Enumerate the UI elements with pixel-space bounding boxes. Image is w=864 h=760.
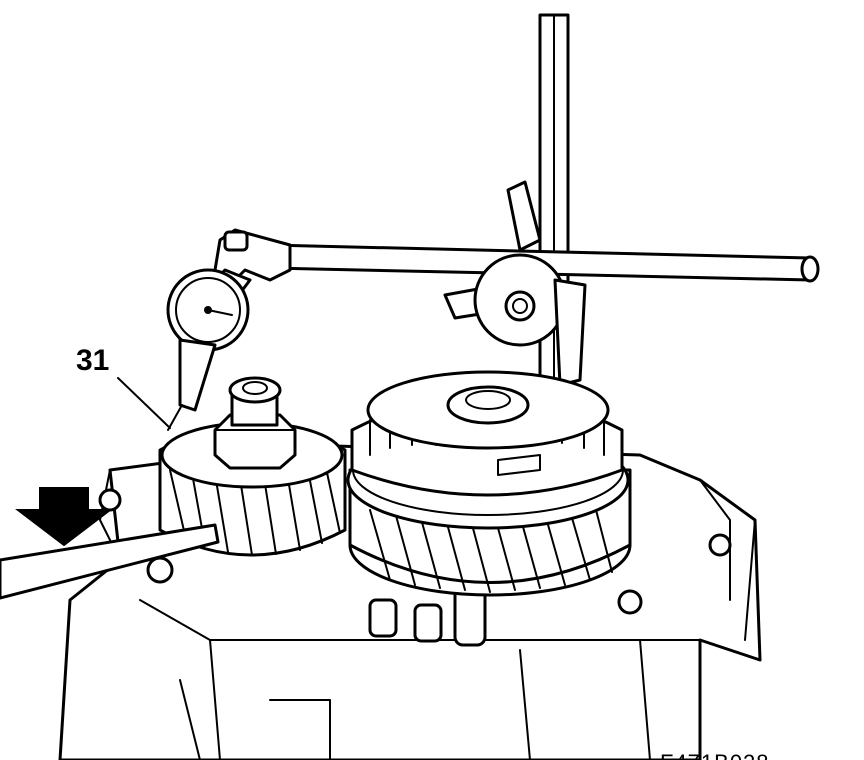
clamp-knob — [443, 180, 587, 387]
callout-label: 31 — [76, 344, 109, 377]
small-helical-gear — [158, 376, 347, 557]
callout-31: 31 — [76, 344, 171, 429]
pry-bar — [0, 523, 220, 600]
dial-indicator — [166, 228, 292, 431]
force-arrow-icon — [15, 487, 113, 547]
image-code: F471B028 — [660, 750, 770, 760]
large-helical-gear — [346, 370, 632, 597]
